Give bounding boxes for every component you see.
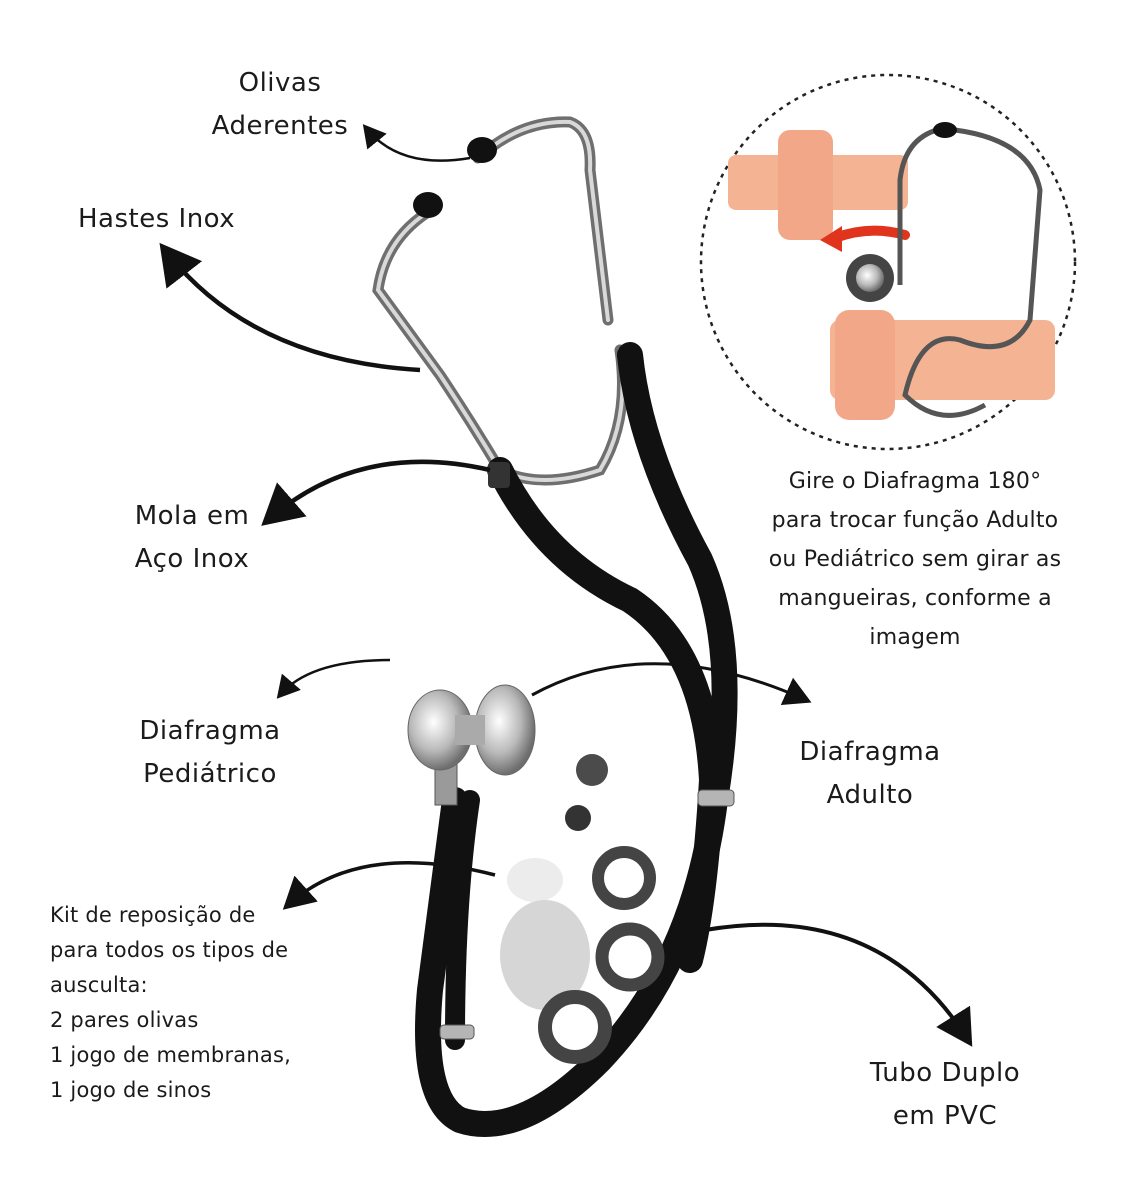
label-tubo-duplo: Tubo Duplo em PVC: [869, 1058, 1021, 1131]
label-olivas-aderentes: Olivas Aderentes: [211, 68, 349, 141]
label-diafragma-pediatrico: Diafragma Pediátrico: [139, 716, 281, 789]
spring-sleeve: [488, 462, 510, 488]
ear-tip-right: [467, 137, 497, 163]
double-tube: [415, 342, 738, 1137]
callout-arrows: [159, 124, 973, 1047]
label-mola-aco-inox: Mola em Aço Inox: [134, 501, 250, 574]
arrow-pediatrico: [276, 658, 391, 699]
tube-ring-upper: [697, 789, 735, 807]
inset-illustration: [699, 73, 1077, 451]
label-diafragma-adulto: Diafragma Adulto: [799, 737, 941, 810]
arrow-olivas: [362, 124, 471, 162]
arrow-adulto: [531, 662, 812, 706]
instruction-text: Gire o Diafragma 180° para trocar função…: [768, 469, 1062, 650]
arrow-tubo: [704, 922, 973, 1047]
binaural-tubes: [372, 116, 628, 486]
label-hastes-inox: Hastes Inox: [78, 204, 236, 234]
chest-piece: [407, 684, 536, 806]
label-kit-reposicao: Kit de reposição de para todos os tipos …: [50, 903, 291, 1102]
arrow-hastes: [159, 242, 421, 373]
tube-ring-lower: [439, 1024, 475, 1040]
ear-tip-left: [413, 192, 443, 218]
arrow-kit: [282, 861, 496, 910]
kit-parts: [500, 754, 665, 1064]
arrow-mola: [261, 459, 491, 526]
